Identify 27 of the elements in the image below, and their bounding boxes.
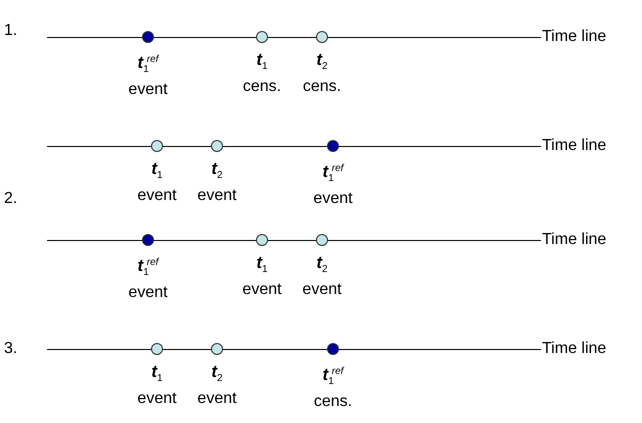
axis-label: 2. [4, 190, 18, 208]
event-type-label: cens. [314, 392, 352, 411]
event-type-label: event [137, 186, 177, 205]
event-type-label: cens. [242, 77, 282, 96]
event-type-label: event [313, 189, 353, 208]
axis-label: Time line [542, 231, 606, 249]
time-symbol: t$_{1}$ [256, 253, 268, 277]
time-symbol: t$_{1}$ [256, 50, 268, 74]
time-symbol: t$_{2}$ [316, 50, 328, 74]
event-type-label: event [137, 389, 177, 408]
event-type-label: event [128, 283, 168, 302]
axis-label: Time line [542, 340, 606, 358]
time-symbol: t$_{2}$ [316, 253, 328, 277]
event-type-label: event [302, 280, 342, 299]
axis-label: Time line [542, 28, 606, 46]
row-number: 1. [4, 22, 18, 40]
event-type-label: event [197, 389, 237, 408]
event-type-label: event [197, 186, 237, 205]
event-type-label: cens. [302, 77, 342, 96]
time-symbol: t$_{2}$ [211, 159, 223, 183]
event-type-label: event [128, 80, 168, 99]
time-symbol: t$_{1}$ [151, 159, 163, 183]
time-symbol: t$_{2}$ [211, 362, 223, 386]
axis-label: 3. [4, 340, 18, 358]
time-symbol: t$_{1}$ [151, 362, 163, 386]
event-type-label: event [242, 280, 282, 299]
axis-label: Time line [542, 137, 606, 155]
